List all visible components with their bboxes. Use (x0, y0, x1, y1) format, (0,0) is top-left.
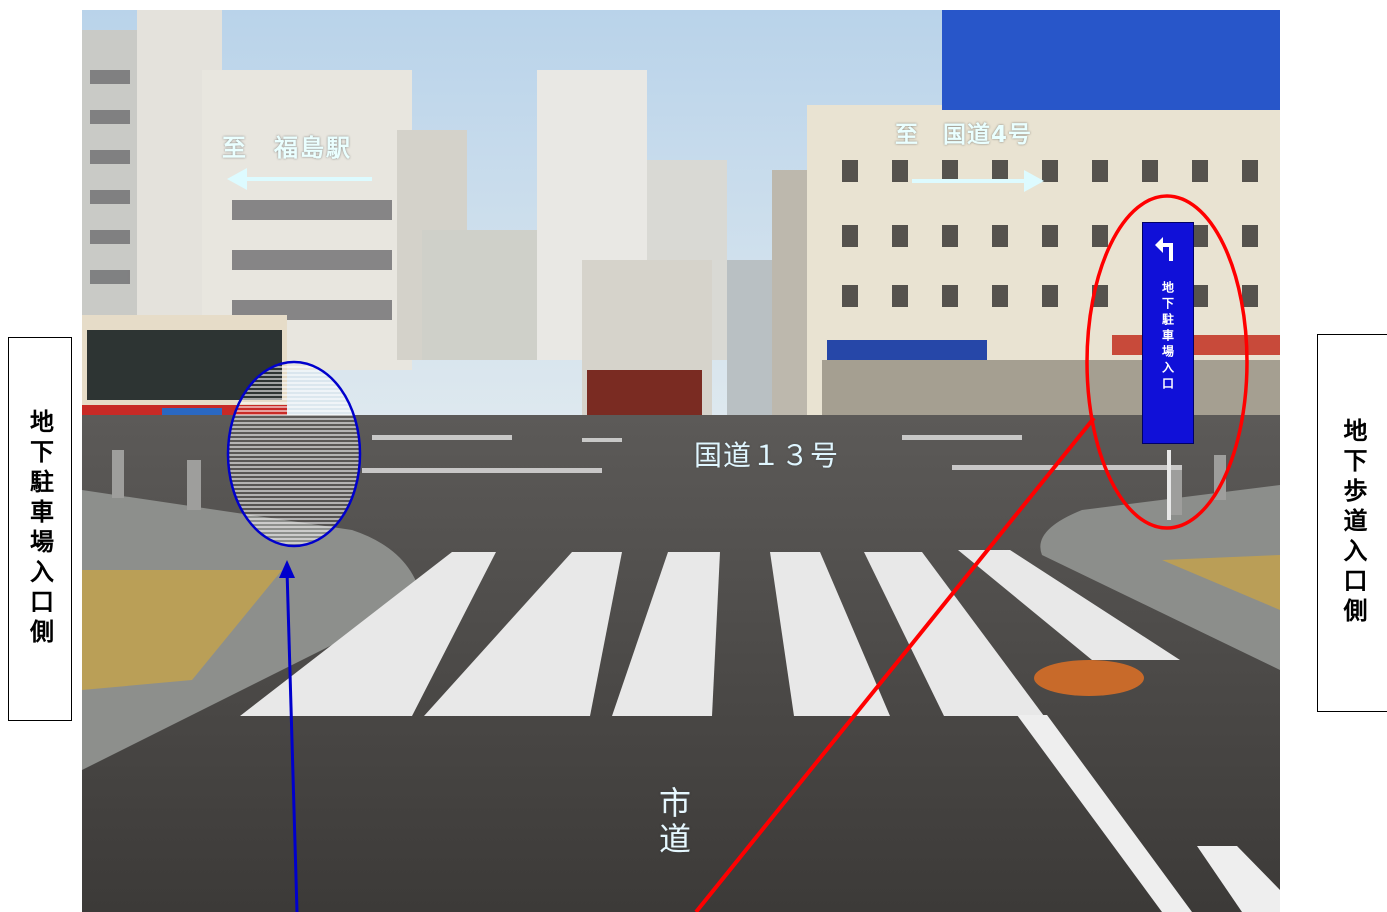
turn-left-arrow-icon (1155, 237, 1173, 261)
left-side-label-box: 地下駐車場入口側 (8, 337, 72, 721)
underground-walkway-side-label: 地下歩道入口側 (1339, 418, 1367, 628)
blue-pointer-arrowhead (279, 560, 295, 578)
label-to-fukushima-station: 至 福島駅 (222, 134, 352, 162)
label-to-route4: 至 国道4号 (895, 122, 1033, 148)
underground-parking-side-label: 地下駐車場入口側 (25, 409, 54, 649)
sign-text: 地下駐車場入口 (1160, 281, 1175, 393)
label-city-road: 市道 (654, 786, 692, 858)
highlight-ellipse-parking (226, 360, 362, 548)
highlight-ellipse-walkway (1085, 194, 1249, 530)
right-side-label-box: 地下歩道入口側 (1317, 334, 1387, 712)
label-route13: 国道１３号 (694, 439, 840, 472)
red-pointer-line (694, 416, 1096, 912)
street-photo (82, 10, 1280, 912)
parking-entrance-sign: 地下駐車場入口 (1142, 222, 1194, 444)
blue-pointer-line (285, 569, 299, 912)
